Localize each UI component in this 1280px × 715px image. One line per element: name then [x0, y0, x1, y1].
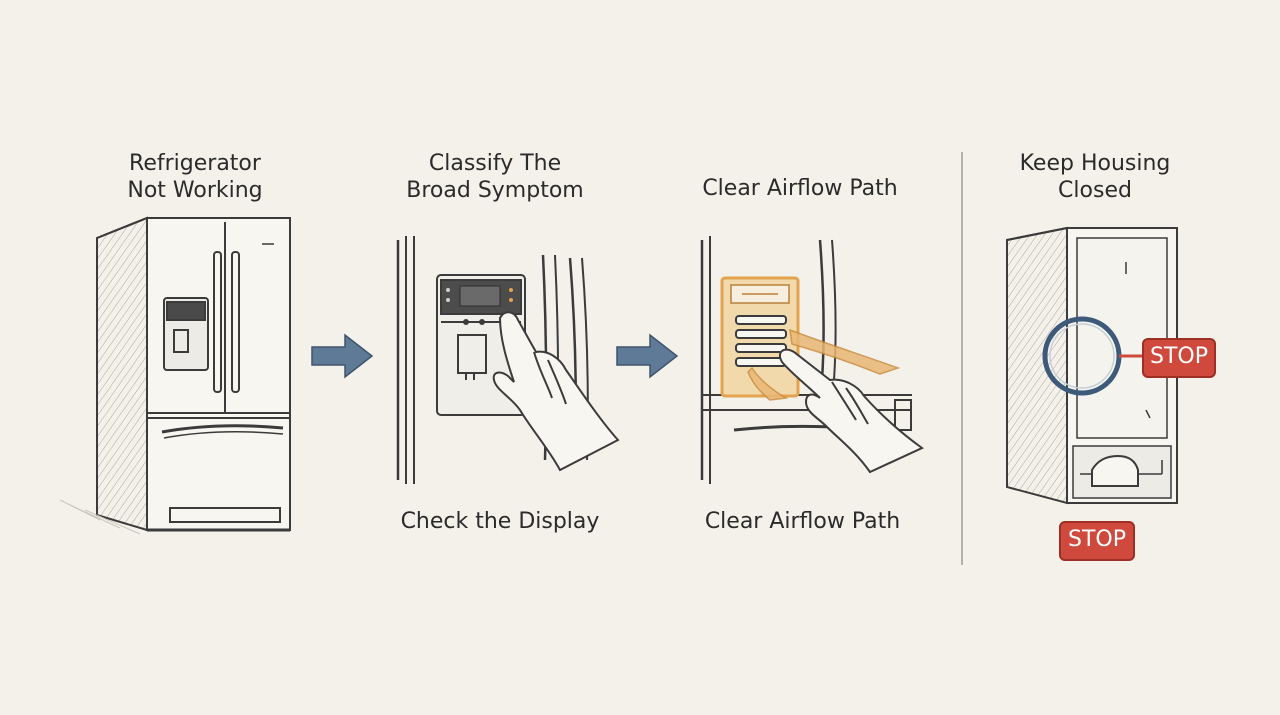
stop-sign-icon: STOP — [1142, 338, 1216, 378]
step-1-title-line1: Refrigerator — [129, 151, 261, 176]
step-2-title-line1: Classify The — [428, 151, 562, 176]
step-3-title: Clear Airflow Path — [690, 175, 910, 202]
refrigerator-rear-icon — [1006, 226, 1178, 505]
arrow-right-icon — [616, 333, 679, 379]
step-4-title-line1: Keep Housing — [1019, 151, 1171, 176]
hand-icon — [778, 348, 924, 474]
shadow-hatching — [59, 499, 141, 535]
magnifier-ring-icon — [1042, 316, 1142, 396]
stop-sign-icon: STOP — [1059, 521, 1135, 561]
step-3-title-line1: Clear Airflow Path — [702, 176, 898, 201]
step-3-caption: Clear Airflow Path — [704, 509, 901, 534]
step-1-title: Refrigerator Not Working — [95, 150, 295, 204]
step-4-title-line2: Closed — [1058, 178, 1132, 203]
refrigerator-icon — [96, 216, 291, 532]
step-2-title-line2: Broad Symptom — [406, 178, 584, 203]
step-2-title: Classify The Broad Symptom — [395, 150, 595, 204]
airflow-arrow-icon — [747, 328, 901, 401]
airflow-vent-illustration — [700, 236, 912, 484]
hand-icon — [492, 311, 620, 472]
step-4-title: Keep Housing Closed — [995, 150, 1195, 204]
step-2-caption: Check the Display — [400, 509, 600, 534]
arrow-right-icon — [311, 333, 374, 379]
step-1-title-line2: Not Working — [127, 178, 263, 203]
